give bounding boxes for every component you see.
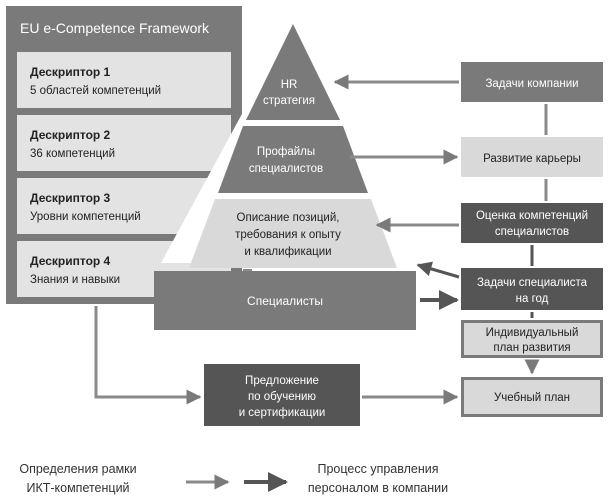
legend-left-line1: Определения рамки [19, 462, 136, 476]
assessment-bg [461, 203, 603, 243]
curriculum-label: Учебный план [494, 392, 570, 404]
curriculum-inner [464, 380, 600, 414]
pyramid-bottom-line2: требования к опыту [235, 229, 341, 241]
legend: Определения рамки ИКТ-компетенций Процес… [19, 462, 448, 495]
legend-right-line2: персоналом в компании [308, 481, 448, 495]
offer-bg [204, 364, 360, 426]
pyramid-top [246, 24, 340, 120]
career-label: Развитие карьеры [483, 153, 581, 165]
descriptor-box [17, 52, 231, 108]
pyramid-middle [218, 126, 368, 193]
descriptor-2: Дескриптор 2 36 компетенций [17, 115, 231, 171]
career-box: Развитие карьеры [461, 137, 603, 177]
descriptor-desc: Уровни компетенций [30, 211, 141, 223]
individual-plan-line2: план развития [493, 342, 570, 354]
descriptor-name: Дескриптор 3 [30, 191, 111, 205]
pyramid-middle-line1: Профайлы [257, 146, 315, 158]
framework-panel: EU e-Competence Framework Дескриптор 1 5… [6, 6, 242, 304]
descriptor-desc: 5 областей компетенций [30, 85, 161, 97]
company-tasks-bg [461, 62, 603, 102]
pyramid-bottom-line1: Описание позиций, [237, 212, 340, 224]
pyramid [161, 20, 397, 268]
company-tasks-label: Задачи компании [485, 78, 578, 90]
descriptor-box [17, 115, 231, 171]
framework-title: EU e-Competence Framework [20, 20, 210, 36]
individual-plan-box: Индивидуальный план развития [461, 320, 603, 358]
annual-tasks-line2: на год [516, 293, 549, 305]
career-bg [461, 137, 603, 177]
pyramid-top-line1: HR [281, 79, 298, 91]
offer-line2: по обучению [248, 391, 316, 403]
pyramid-top-line2: стратегия [263, 95, 315, 107]
pyramid-bottom [189, 199, 397, 268]
assessment-box: Оценка компетенций специалистов [461, 203, 603, 243]
pyramid-middle-line2: специалистов [249, 163, 323, 175]
individual-plan-line1: Индивидуальный [486, 327, 579, 339]
annual-tasks-box: Задачи специалиста на год [461, 268, 603, 310]
descriptor-desc: 36 компетенций [30, 148, 115, 160]
specialists-box [154, 271, 416, 330]
pyramid-bottom-line3: и квалификации [244, 246, 331, 258]
arrow-annual-to-pyramid [416, 261, 460, 279]
descriptor-desc: Знания и навыки [30, 274, 120, 286]
specialists-label: Специалисты [247, 294, 323, 308]
offer-line3: и сертификации [239, 407, 326, 419]
legend-left-line2: ИКТ-компетенций [26, 481, 129, 495]
descriptor-name: Дескриптор 2 [30, 128, 111, 142]
annual-tasks-bg [461, 268, 603, 310]
company-tasks-box: Задачи компании [461, 62, 603, 102]
assessment-line2: специалистов [495, 226, 569, 238]
connectors [94, 74, 548, 405]
arrow-framework-to-offer [94, 306, 202, 405]
offer-box: Предложение по обучению и сертификации [204, 364, 360, 426]
curriculum-box: Учебный план [461, 377, 603, 417]
descriptor-name: Дескриптор 4 [30, 254, 111, 268]
descriptor-name: Дескриптор 1 [30, 65, 111, 79]
annual-tasks-line1: Задачи специалиста [477, 277, 588, 289]
offer-line1: Предложение [245, 375, 319, 387]
assessment-line1: Оценка компетенций [476, 210, 588, 222]
individual-plan-inner [464, 323, 600, 355]
descriptor-1: Дескриптор 1 5 областей компетенций [17, 52, 231, 108]
legend-right-line1: Процесс управления [317, 462, 438, 476]
